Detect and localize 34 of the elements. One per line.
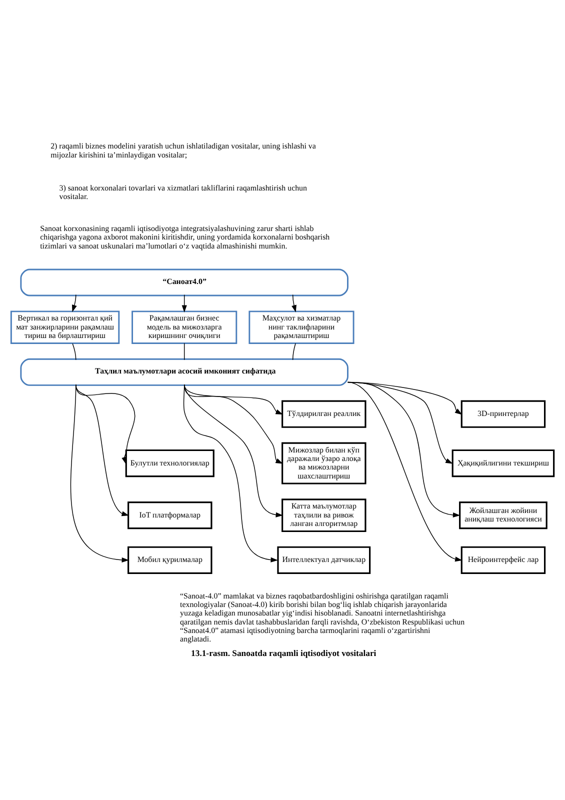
node-box: Катта маълумотлар таҳлили ва ривож ланган алгоритмлар bbox=[282, 498, 366, 532]
arrow bbox=[76, 384, 129, 516]
label: 3) sanoat korxonalari tovarlari va xizmatlari takliflarini raqamlashtirish uchun vositalar. bbox=[59, 184, 308, 202]
node-box: Таҳлил маълумотлари асосий имконият сифатида bbox=[20, 358, 348, 386]
node-box: Жойлашган жойини аниқлаш технологияси bbox=[459, 502, 548, 530]
arrow bbox=[347, 382, 462, 562]
node-box: Нейроинтерфейс лар bbox=[460, 546, 546, 574]
node-box: Ҳақиқийлигини текшириш bbox=[452, 449, 555, 478]
node-box: Тўлдирилган реаллик bbox=[282, 400, 366, 428]
connector bbox=[184, 342, 185, 360]
node-box: Интеллектуал датчиклар bbox=[277, 546, 371, 574]
node-box: Мобил қурилмалар bbox=[128, 546, 212, 574]
arrow bbox=[183, 384, 278, 562]
label: Sanoat korxonasining raqamli iqtisodiyotga integratsiyalashuvining zarur sharti ishlab chiqarishga yagona axborot makonini kiritishdir, uning yordamida korxonalarni boshqarish tizimlari va sanoat uskunalari ma’lumotlari o‘z vaqtida almashinishi mumkin. bbox=[40, 224, 330, 250]
node-box: IoT платформалар bbox=[128, 502, 212, 530]
connector bbox=[292, 343, 296, 360]
arrow bbox=[292, 294, 296, 312]
node-box: Рақамлашган бизнес модель ва мижозларга киришнинг очиқлиги bbox=[132, 310, 238, 344]
label: “Sanoat-4.0” mamlakat va biznes raqobatbardoshligini oshirishga qaratilgan raqamli texnologiyalar (Sanoat-4.0) kirib borishi bilan bog‘liq ishlab chiqarish jarayonlarida yuzaga keladigan munosabatlar yig‘indisi hisoblanadi. Sanoatni internetlashtirishga qaratilgan nemis davlat tashabbuslaridan farqli ravishda, O‘zbekiston Respublikasi uchun “Sanoat4.0” atamasi iqtisodiyotning barcha tarmoqlarini raqamli o‘zgartirishni anglatadi. bbox=[180, 591, 465, 644]
node-box: Вертикал ва горизонтал қий мат занжирларини рақамлаш тириш ва бирлаштириш bbox=[10, 310, 120, 344]
connector bbox=[72, 343, 76, 360]
arrow bbox=[184, 384, 283, 415]
caption: 13.1-rasm. Sanoatda raqamli iqtisodiyot vositalari bbox=[191, 648, 376, 658]
arrow bbox=[72, 294, 77, 312]
node-box: “Саноат4.0” bbox=[20, 268, 348, 296]
label: 2) raqamli biznes modelini yaratish uchun ishlatiladigan vositalar, uning ishlashi va mijozlar kirishini ta’minlaydigan vositalar; bbox=[50, 142, 316, 160]
node-box: Булутли технологиялар bbox=[125, 449, 214, 478]
arrow bbox=[184, 384, 283, 464]
node-box: 3D-принтерлар bbox=[460, 400, 546, 428]
arrow bbox=[182, 294, 187, 312]
node-box: Мижозлар билан кўп даражали ўзаро алоқа ва мижозларни шахслаштириш bbox=[282, 442, 366, 484]
arrow bbox=[184, 384, 284, 518]
arrow bbox=[70, 384, 130, 563]
node-box: Маҳсулот ва хизматлар нинг таклифларини рақамлаштириш bbox=[248, 310, 354, 344]
